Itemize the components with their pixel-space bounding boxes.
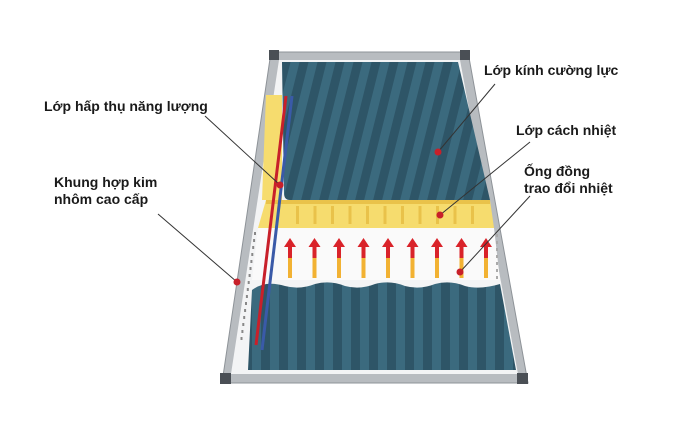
frame-rivet-right xyxy=(496,262,498,265)
heat-arrow-upper xyxy=(459,245,464,258)
frame-corner-br xyxy=(517,373,528,384)
heat-arrow-upper xyxy=(410,245,415,258)
label-tempered-glass: Lớp kính cường lực xyxy=(484,62,619,78)
leader-copper-pipe xyxy=(459,195,531,273)
heat-arrow-shaft xyxy=(386,258,390,278)
heat-arrow-upper xyxy=(386,245,390,258)
insulation-rib xyxy=(313,206,317,224)
frame-rivet xyxy=(250,260,253,263)
frame-corner-tr xyxy=(460,50,470,60)
leader-aluminum-frame xyxy=(157,213,238,283)
heat-arrow-head xyxy=(382,238,394,247)
frame-rivet-right xyxy=(496,255,498,258)
insulation-rib xyxy=(366,206,369,224)
marker-insulation xyxy=(436,211,444,219)
frame-rivet xyxy=(249,267,252,270)
label-absorber-layer: Lớp hấp thụ năng lượng xyxy=(44,98,208,114)
frame-corner-tl xyxy=(269,50,279,60)
frame-rivet xyxy=(241,330,244,333)
heat-arrow-shaft xyxy=(337,258,341,278)
marker-copper-pipe xyxy=(456,268,464,276)
copper-pipe-hot xyxy=(254,95,288,346)
frame-rivet-right xyxy=(496,269,498,272)
leader-tempered-glass xyxy=(437,83,496,153)
absorber-lower-layer xyxy=(248,282,516,370)
frame-rivet xyxy=(240,337,243,340)
frame-rivet-right xyxy=(496,276,498,279)
frame-rivet xyxy=(246,288,249,291)
insulation-rib xyxy=(401,206,404,224)
frame-rivet xyxy=(243,316,246,319)
leader-absorber xyxy=(204,115,281,186)
heat-arrow-upper xyxy=(484,245,488,258)
heat-arrow-upper xyxy=(288,245,292,258)
frame-rivet-right xyxy=(496,241,498,244)
marker-aluminum-frame xyxy=(233,278,241,286)
marker-absorber xyxy=(276,181,284,189)
frame-rivet xyxy=(247,281,250,284)
label-copper-pipe: Ống đồng trao đổi nhiệt xyxy=(524,163,613,196)
copper-pipe-cold xyxy=(260,95,294,351)
heat-arrow-head xyxy=(357,238,370,247)
insulation-rib xyxy=(348,206,352,224)
frame-rivet xyxy=(253,239,256,242)
heat-arrow-shaft xyxy=(459,258,464,278)
heat-arrow-shaft xyxy=(484,258,488,278)
frame-rivet xyxy=(244,309,247,312)
insulation-layer xyxy=(258,200,494,228)
label-insulation-layer: Lớp cách nhiệt xyxy=(516,122,617,138)
insulation-rib xyxy=(296,206,299,224)
label-aluminum-frame: Khung hợp kim nhôm cao cấp xyxy=(54,174,158,207)
heat-arrow-head xyxy=(333,238,345,247)
frame-corner-bl xyxy=(220,373,231,384)
insulation-rib xyxy=(331,206,334,224)
heat-arrow-shaft xyxy=(410,258,415,278)
frame-rivet-right xyxy=(496,248,498,251)
heat-arrow-head xyxy=(455,238,468,247)
heat-arrow-shaft xyxy=(361,258,366,278)
frame-rivet xyxy=(242,323,245,326)
heat-arrow-shaft xyxy=(312,258,317,278)
insulation-rib xyxy=(383,206,387,224)
leader-insulation xyxy=(439,141,531,216)
insulation-rib xyxy=(418,206,422,224)
heat-arrow-shaft xyxy=(288,258,292,278)
frame-rivet xyxy=(248,274,251,277)
insulation-top-edge xyxy=(266,200,490,204)
heat-arrow-head xyxy=(284,238,296,247)
insulation-rib xyxy=(453,206,457,224)
marker-tempered-glass xyxy=(434,148,442,156)
insulation-rib xyxy=(471,206,474,224)
heat-arrow-head xyxy=(308,238,321,247)
heat-arrow-shaft xyxy=(435,258,439,278)
frame-rivet xyxy=(245,295,248,298)
heat-arrow-head xyxy=(480,238,492,247)
heat-arrow-upper xyxy=(337,245,341,258)
tempered-glass-layer xyxy=(282,62,490,200)
heat-arrow-upper xyxy=(312,245,317,258)
frame-rivet xyxy=(251,253,254,256)
frame-rivet-right xyxy=(496,234,498,237)
frame-rivet xyxy=(254,232,256,235)
heat-arrow-head xyxy=(406,238,419,247)
frame-rivet xyxy=(245,302,247,305)
heat-arrow-head xyxy=(431,238,443,247)
heat-arrow-upper xyxy=(435,245,439,258)
frame-rivet xyxy=(252,246,255,249)
heat-arrow-upper xyxy=(361,245,366,258)
